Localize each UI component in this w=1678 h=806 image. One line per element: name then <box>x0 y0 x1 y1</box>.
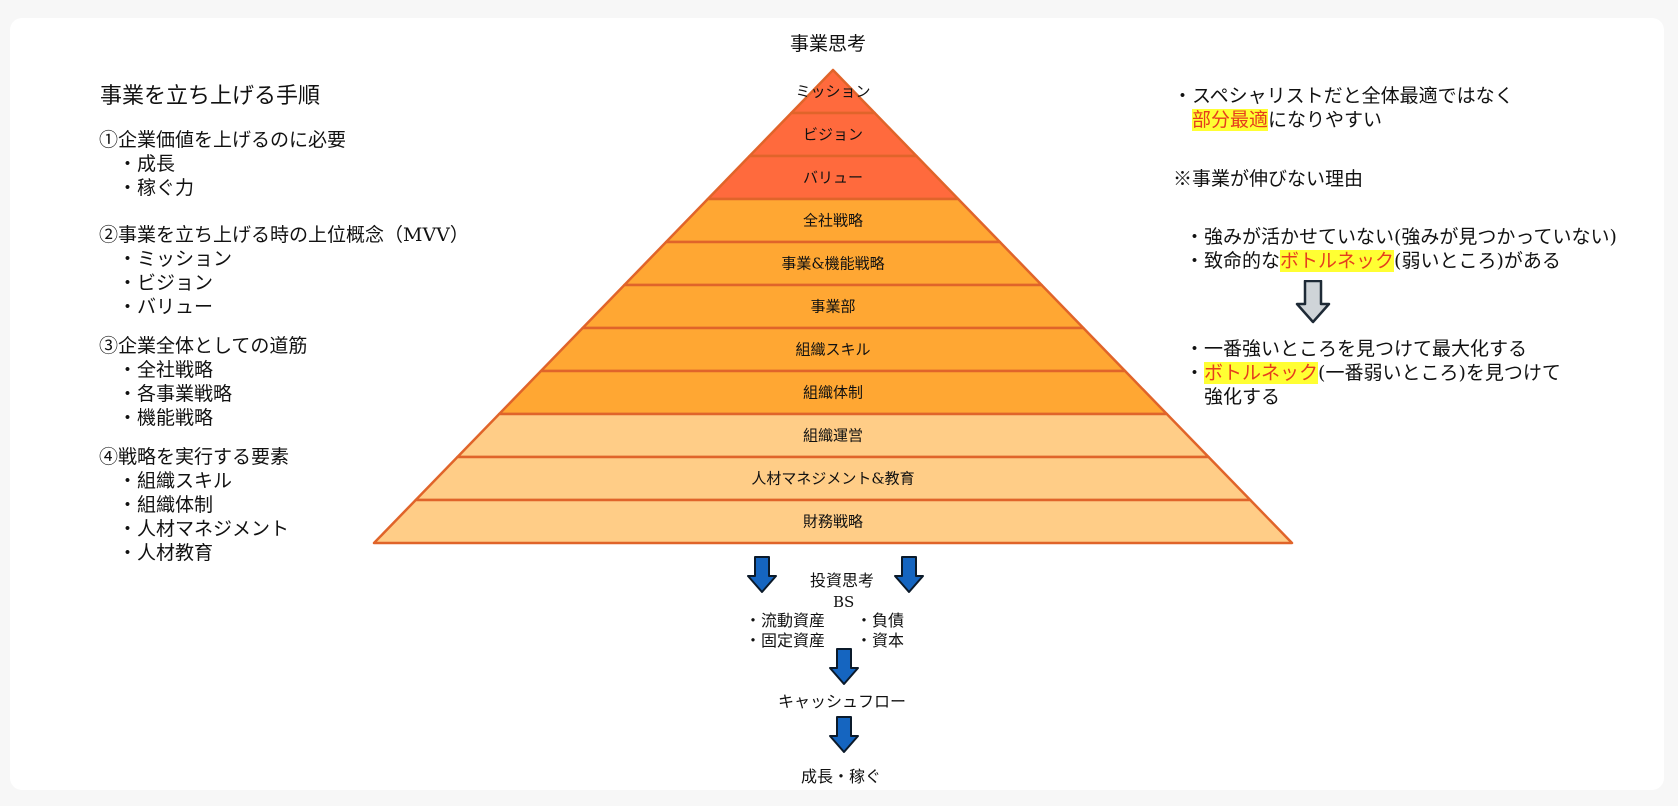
pyramid-level-label: 組織体制 <box>803 384 863 402</box>
cashflow-label: キャッシュフロー <box>778 692 907 711</box>
reason-item: ・強みが活かせていない(強みが見つかっていない) <box>1185 226 1617 248</box>
pyramid-level-label: 財務戦略 <box>803 513 863 531</box>
pyramid-level-label: 事業&機能戦略 <box>781 255 884 273</box>
down-arrow-icon <box>747 556 777 593</box>
section-4-item: ・組織スキル <box>118 470 233 492</box>
section-2-item: ・ミッション <box>118 248 233 270</box>
section-1-item: ・成長 <box>118 153 176 175</box>
section-2-item: ・ビジョン <box>118 272 214 294</box>
highlight-partial-optimum: 部分最適 <box>1192 109 1269 131</box>
pyramid-level-label: 人材マネジメント&教育 <box>751 470 914 488</box>
pyramid-level <box>372 498 1294 545</box>
reason-item: ・致命的なボトルネック(弱いところ)がある <box>1185 249 1561 273</box>
section-2-item: ・バリュー <box>118 296 214 318</box>
highlight-bottleneck: ボトルネック <box>1280 250 1395 272</box>
pyramid-top-label: 事業思考 <box>790 33 867 55</box>
solution-item-cont: 強化する <box>1204 386 1281 408</box>
pyramid-level-label: バリュー <box>803 169 863 187</box>
growth-label: 成長・稼ぐ <box>801 767 882 786</box>
reason-title: ※事業が伸びない理由 <box>1173 168 1364 190</box>
section-3-heading: ③企業全体としての道筋 <box>99 335 308 357</box>
investment-thinking-label: 投資思考 <box>810 571 875 590</box>
down-arrow-icon <box>829 648 859 685</box>
solution-item: ・ボトルネック(一番弱いところ)を見つけて <box>1185 361 1561 385</box>
section-3-item: ・機能戦略 <box>118 407 214 429</box>
down-arrow-icon <box>829 716 859 753</box>
section-4-item: ・組織体制 <box>118 494 214 516</box>
bs-label: BS <box>833 593 855 611</box>
solution-item: ・一番強いところを見つけて最大化する <box>1185 338 1528 360</box>
down-arrow-icon <box>1295 280 1331 324</box>
specialist-note-cont: 部分最適になりやすい <box>1192 108 1382 132</box>
bs-asset-item: ・流動資産 <box>745 611 826 630</box>
pyramid-level-label: 全社戦略 <box>803 212 863 230</box>
pyramid-level-label: 組織運営 <box>803 427 863 445</box>
section-2-heading: ②事業を立ち上げる時の上位概念（MVV） <box>99 224 469 246</box>
solution-item-post: (一番弱いところ)を見つけて <box>1318 362 1561 384</box>
pyramid-level-label: ミッション <box>795 83 870 101</box>
pyramid-level-label: ビジョン <box>803 126 863 144</box>
section-1-item: ・稼ぐ力 <box>118 177 195 199</box>
highlight-bottleneck: ボトルネック <box>1204 362 1319 384</box>
section-1-heading: ①企業価値を上げるのに必要 <box>99 129 347 151</box>
pyramid-level-label: 事業部 <box>810 298 855 316</box>
bs-asset-item: ・固定資産 <box>745 631 826 650</box>
section-4-item: ・人材マネジメント <box>118 518 290 540</box>
bs-liability-item: ・負債 <box>856 611 905 630</box>
section-3-item: ・全社戦略 <box>118 359 214 381</box>
section-4-heading: ④戦略を実行する要素 <box>99 446 290 468</box>
left-title: 事業を立ち上げる手順 <box>100 84 321 109</box>
section-4-item: ・人材教育 <box>118 542 214 564</box>
down-arrow-icon <box>894 556 924 593</box>
reason-item-post: (弱いところ)がある <box>1394 250 1561 272</box>
solution-item-pre: ・ <box>1185 362 1205 384</box>
specialist-note-tail: になりやすい <box>1268 109 1383 131</box>
section-3-item: ・各事業戦略 <box>118 383 233 405</box>
reason-item-pre: ・致命的な <box>1185 250 1281 272</box>
pyramid-level-label: 組織スキル <box>795 341 870 359</box>
bs-liability-item: ・資本 <box>856 631 905 650</box>
specialist-note: ・スペシャリストだと全体最適ではなく <box>1173 85 1514 107</box>
